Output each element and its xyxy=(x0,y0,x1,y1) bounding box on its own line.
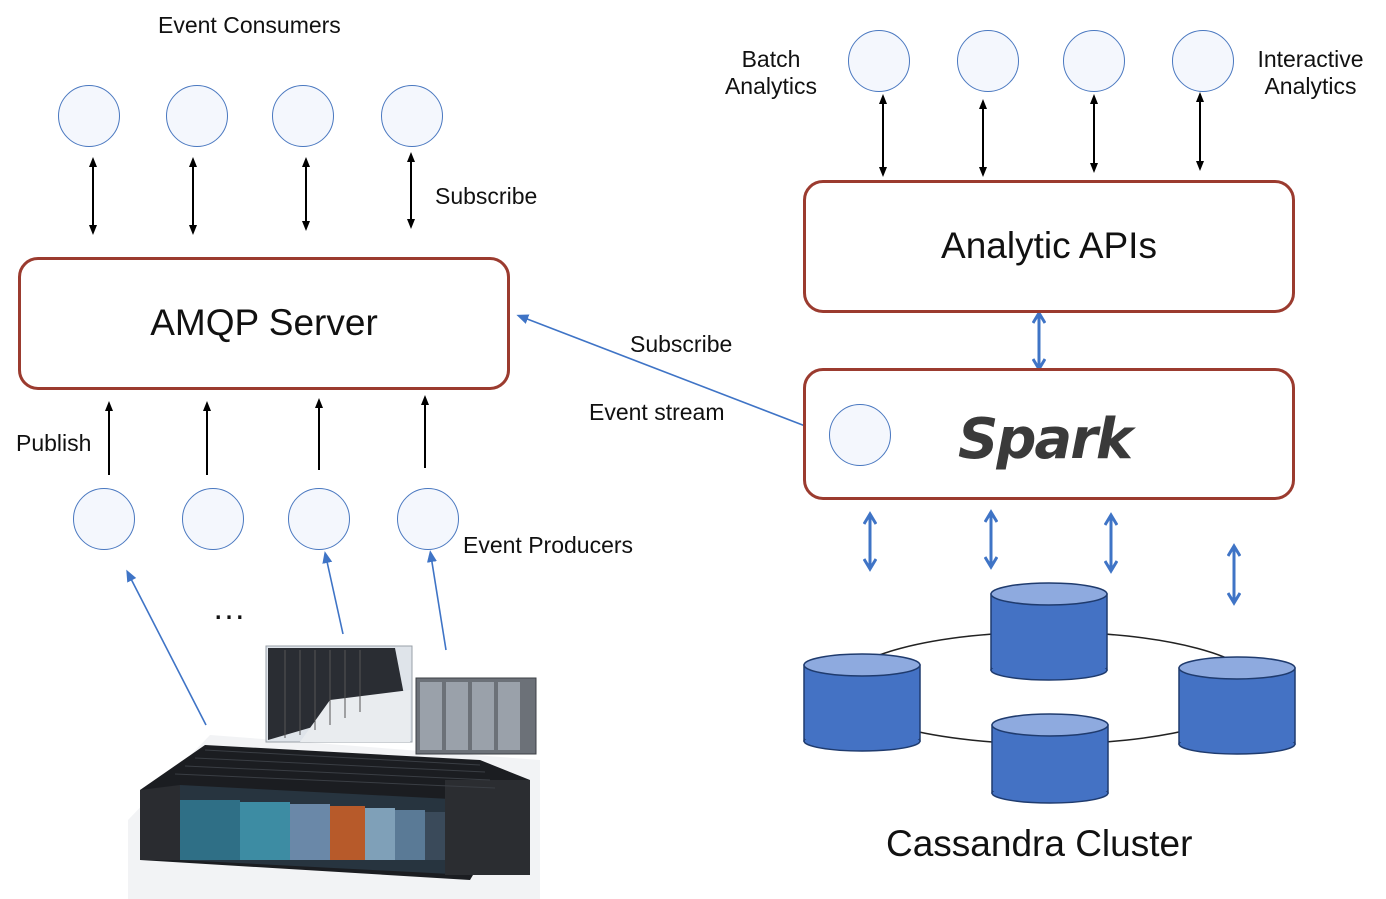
spark-box: Spark xyxy=(803,368,1295,500)
amqp-server-label: AMQP Server xyxy=(150,302,378,343)
subscribe-label-middle: Subscribe xyxy=(630,331,733,357)
consumer-node xyxy=(272,85,334,147)
analytics-node xyxy=(957,30,1019,92)
event-stream-arrow xyxy=(516,314,832,437)
batch-analytics-label: Batch Analytics xyxy=(715,46,827,100)
spark-cassandra-arrows xyxy=(870,513,1234,602)
consumer-arrows xyxy=(89,152,415,235)
spark-logo-text: Spark xyxy=(958,407,1133,472)
analytic-apis-box: Analytic APIs xyxy=(803,180,1295,313)
event-producers-label: Event Producers xyxy=(463,532,634,558)
cassandra-node-bottom xyxy=(991,713,1109,804)
analytics-node xyxy=(1172,30,1234,92)
amqp-server-box: AMQP Server xyxy=(18,257,510,390)
publish-arrows xyxy=(105,395,429,475)
analytic-apis-label: Analytic APIs xyxy=(941,225,1157,266)
producer-node xyxy=(397,488,459,550)
batch-analytics-line1: Batch xyxy=(741,46,801,72)
consumer-node xyxy=(381,85,443,147)
subscribe-label-left: Subscribe xyxy=(435,183,538,209)
spark-node xyxy=(829,404,891,466)
supercomputer-image xyxy=(128,645,540,899)
cassandra-node-right xyxy=(1178,656,1296,755)
event-consumers-label: Event Consumers xyxy=(158,12,341,38)
batch-analytics-line2: Analytics xyxy=(724,73,818,99)
cassandra-node-left xyxy=(803,653,921,752)
source-arrows xyxy=(126,550,447,726)
interactive-analytics-label: Interactive Analytics xyxy=(1248,46,1373,100)
analytics-arrows xyxy=(879,92,1204,177)
consumer-node xyxy=(166,85,228,147)
interactive-analytics-line2: Analytics xyxy=(1264,73,1357,99)
cassandra-node-top xyxy=(990,582,1108,681)
producer-node xyxy=(73,488,135,550)
ellipsis-label: … xyxy=(212,589,246,627)
producer-node xyxy=(182,488,244,550)
consumer-node xyxy=(58,85,120,147)
analytics-node xyxy=(1063,30,1125,92)
publish-label: Publish xyxy=(16,430,92,456)
cassandra-cluster-label: Cassandra Cluster xyxy=(886,823,1193,864)
producer-node xyxy=(288,488,350,550)
interactive-analytics-line1: Interactive xyxy=(1257,46,1364,72)
event-stream-label: Event stream xyxy=(589,399,725,425)
analytics-node xyxy=(848,30,910,92)
